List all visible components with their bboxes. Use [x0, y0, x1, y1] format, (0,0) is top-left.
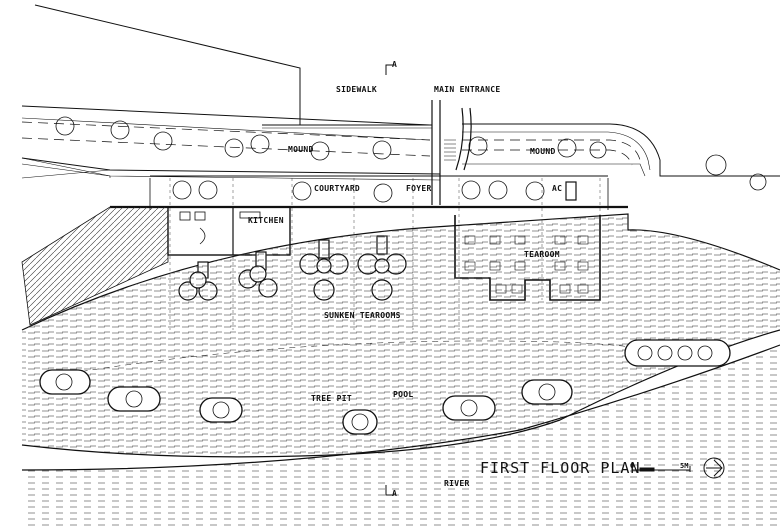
label-sunken-tearooms: SUNKEN TEAROOMS	[324, 311, 401, 320]
main-entrance-structure	[262, 100, 472, 205]
label-ac: AC	[552, 184, 563, 193]
label-mound-right: MOUND	[530, 147, 556, 156]
label-sidewalk: SIDEWALK	[336, 85, 377, 94]
section-marker-bottom: A	[392, 489, 398, 498]
label-tearoom: TEAROOM	[524, 250, 560, 259]
label-main-entrance: MAIN ENTRANCE	[434, 85, 501, 94]
tree-pit-trees	[55, 345, 713, 431]
tree-row	[55, 116, 767, 203]
section-marker-top: A	[392, 60, 398, 69]
label-tree-pit: TREE PIT	[311, 394, 352, 403]
label-river: RIVER	[444, 479, 470, 488]
drawing-title: FIRST FLOOR PLAN	[480, 459, 641, 477]
scale-end: 5M	[680, 462, 689, 470]
tree-pits	[39, 339, 731, 435]
ac-unit	[565, 181, 577, 201]
river-edge	[21, 344, 780, 471]
ramp	[21, 206, 169, 326]
pool-water-2	[22, 214, 780, 457]
label-kitchen: KITCHEN	[248, 216, 284, 225]
label-foyer: FOYER	[406, 184, 432, 193]
walkway-band	[21, 105, 780, 181]
label-mound-left: MOUND	[288, 145, 314, 154]
north-arrow-icon	[703, 457, 725, 479]
label-courtyard: COURTYARD	[314, 184, 361, 193]
pool-edge	[21, 329, 780, 458]
scale-bar	[631, 466, 691, 472]
label-pool: POOL	[393, 390, 414, 399]
sidewalk-area	[34, 4, 301, 126]
scale-start: 0	[630, 462, 635, 470]
river-water	[22, 345, 780, 527]
